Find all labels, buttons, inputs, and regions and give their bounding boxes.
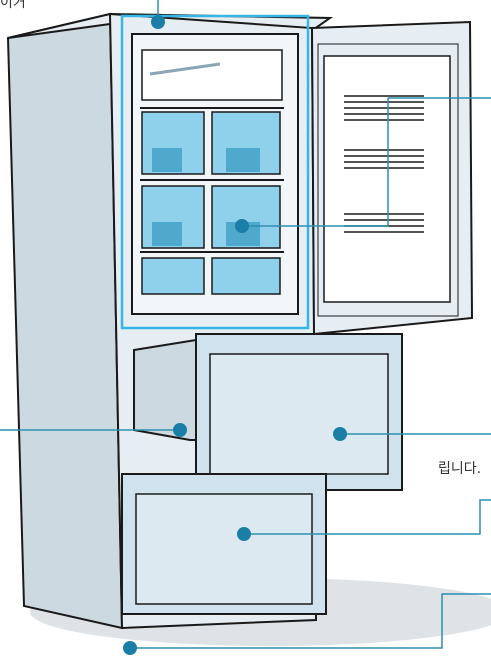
freezer-bins	[140, 108, 284, 294]
cabinet-side	[8, 14, 122, 628]
callout-dot-top	[151, 15, 165, 29]
callout-dot-drawer-front	[333, 427, 347, 441]
callout-dot-drawer-left	[173, 423, 187, 437]
top-shelf	[142, 50, 282, 100]
callout-dot-foot	[123, 641, 137, 655]
callout-dot-bottom-drawer	[237, 527, 251, 541]
callout-dot-bin	[235, 219, 249, 233]
door-inner-panel	[324, 56, 450, 302]
